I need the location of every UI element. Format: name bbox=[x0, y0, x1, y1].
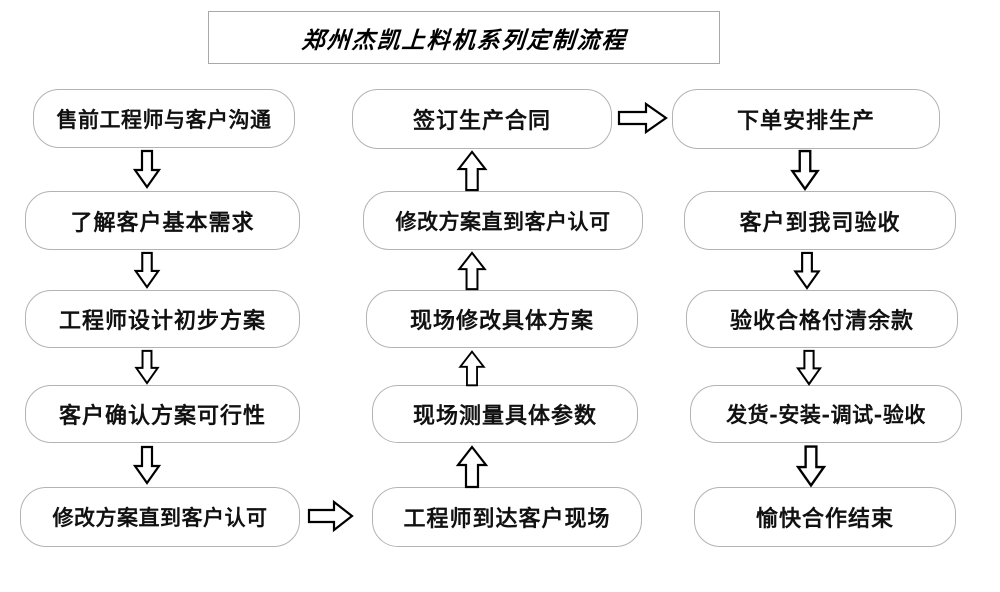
diagram-title-box: 郑州杰凯上料机系列定制流程 bbox=[208, 11, 720, 64]
node-label: 现场测量具体参数 bbox=[412, 403, 597, 429]
node-label: 签订生产合同 bbox=[412, 108, 551, 134]
node-customer-confirm-feasibility[interactable]: 客户确认方案可行性 bbox=[25, 385, 300, 443]
arrow-up-icon bbox=[455, 445, 489, 489]
node-label: 售前工程师与客户沟通 bbox=[56, 106, 272, 132]
arrow-right-icon bbox=[617, 101, 668, 135]
node-label: 现场修改具体方案 bbox=[409, 308, 594, 334]
node-happy-cooperation-end[interactable]: 愉快合作结束 bbox=[694, 487, 956, 547]
node-ship-install-debug-accept[interactable]: 发货-安装-调试-验收 bbox=[690, 385, 962, 443]
node-label: 客户到我司验收 bbox=[739, 209, 901, 236]
diagram-title-text: 郑州杰凯上料机系列定制流程 bbox=[300, 26, 628, 54]
node-engineer-arrive-onsite[interactable]: 工程师到达客户现场 bbox=[372, 487, 642, 547]
node-label: 工程师到达客户现场 bbox=[403, 506, 611, 532]
arrow-up-icon bbox=[457, 350, 487, 387]
node-label: 下单安排生产 bbox=[736, 108, 875, 134]
node-pay-balance-after-acceptance[interactable]: 验收合格付清余款 bbox=[686, 290, 958, 348]
arrow-down-icon bbox=[132, 445, 162, 485]
node-label: 发货-安装-调试-验收 bbox=[726, 402, 926, 427]
arrow-down-icon bbox=[134, 349, 160, 385]
node-understand-requirements[interactable]: 了解客户基本需求 bbox=[25, 191, 300, 250]
node-revise-until-approved-2[interactable]: 修改方案直到客户认可 bbox=[363, 191, 643, 250]
arrow-down-icon bbox=[795, 445, 827, 488]
node-engineer-initial-plan[interactable]: 工程师设计初步方案 bbox=[25, 290, 300, 348]
arrow-up-icon bbox=[457, 251, 487, 291]
node-label: 客户确认方案可行性 bbox=[58, 403, 266, 429]
node-revise-until-approved-1[interactable]: 修改方案直到客户认可 bbox=[20, 487, 300, 547]
arrow-down-icon bbox=[790, 149, 820, 191]
arrow-up-icon bbox=[456, 150, 488, 192]
node-label: 修改方案直到客户认可 bbox=[52, 505, 268, 530]
node-label: 工程师设计初步方案 bbox=[58, 308, 266, 334]
node-sign-production-contract[interactable]: 签订生产合同 bbox=[352, 89, 612, 149]
node-label: 了解客户基本需求 bbox=[70, 209, 255, 236]
node-onsite-measure-parameters[interactable]: 现场测量具体参数 bbox=[372, 385, 638, 443]
node-customer-inspection-at-factory[interactable]: 客户到我司验收 bbox=[684, 191, 956, 250]
node-place-order-arrange-production[interactable]: 下单安排生产 bbox=[672, 89, 940, 149]
arrow-right-icon bbox=[307, 499, 354, 533]
arrow-down-icon bbox=[133, 251, 161, 289]
node-label: 愉快合作结束 bbox=[755, 506, 894, 532]
arrow-down-icon bbox=[132, 149, 162, 189]
node-onsite-revise-plan[interactable]: 现场修改具体方案 bbox=[366, 290, 638, 348]
node-label: 修改方案直到客户认可 bbox=[395, 208, 611, 234]
node-label: 验收合格付清余款 bbox=[729, 308, 914, 334]
arrow-down-icon bbox=[793, 251, 821, 290]
node-presales-communication[interactable]: 售前工程师与客户沟通 bbox=[33, 89, 295, 148]
arrow-down-icon bbox=[795, 349, 823, 386]
